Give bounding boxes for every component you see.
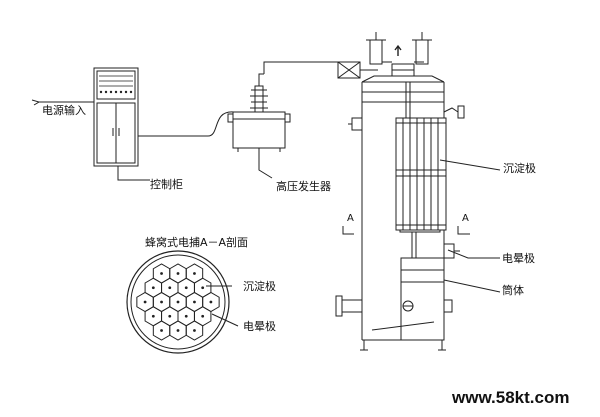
section-title: 蜂窝式电捕A－A剖面 [145, 235, 248, 249]
hv-generator [227, 73, 291, 152]
corona-wire-dot [160, 272, 163, 275]
section-collecting-label: 沉淀极 [243, 279, 276, 293]
shell-label: 筒体 [502, 283, 524, 297]
control-cabinet-label: 控制柜 [150, 177, 183, 191]
hv-generator-label: 高压发生器 [276, 179, 331, 193]
watermark: www.58kt.com [451, 388, 569, 407]
honeycomb-cell [185, 320, 204, 341]
honeycomb-section [126, 250, 230, 354]
corona-wire-dot [193, 272, 196, 275]
corona-wire-dot [184, 314, 188, 318]
side-nozzles [348, 105, 465, 313]
cabinet-generator-cable [138, 111, 235, 137]
top-vents [366, 32, 432, 65]
power-input [31, 99, 94, 106]
corona-wire-dot [160, 329, 163, 332]
corona-wire-dot [176, 329, 180, 332]
collecting-electrode-leader [439, 159, 501, 171]
corona-electrode-label: 电晕极 [502, 251, 535, 265]
corona-wire-dot [143, 300, 147, 304]
section-marker-right: A [462, 213, 469, 224]
shell-leader [443, 279, 501, 293]
cabinet-leader [117, 166, 150, 181]
corona-wire-dot [193, 300, 196, 304]
corona-wire-dot [201, 314, 205, 318]
corona-wire-dot [201, 286, 205, 290]
gas-inlet [335, 295, 414, 317]
support-legs [360, 340, 446, 351]
section-markers [342, 226, 470, 235]
collecting-electrode-bundle [395, 117, 447, 231]
hv-cable [263, 61, 339, 74]
generator-leader [258, 148, 273, 179]
power-input-label: 电源输入 [42, 103, 86, 117]
collecting-electrode-label: 沉淀极 [503, 161, 536, 175]
corona-wire-dot [176, 300, 180, 304]
corona-wire-dot [193, 329, 196, 332]
section-corona-label: 电晕极 [243, 319, 276, 333]
corona-wire-dot [168, 286, 172, 290]
corona-wire-dot [184, 286, 188, 290]
section-corona-leader [211, 313, 239, 327]
corona-wire-dot [176, 272, 180, 275]
corona-electrode-leader [447, 249, 500, 259]
corona-wire-dot [209, 300, 213, 304]
corona-wire-dot [160, 300, 163, 304]
isolation-box [337, 61, 378, 79]
section-marker-left: A [347, 213, 354, 224]
corona-wire-dot [151, 314, 155, 318]
corona-wire-dot [151, 286, 155, 290]
control-cabinet [93, 67, 139, 167]
corona-wire-dot [168, 314, 172, 318]
